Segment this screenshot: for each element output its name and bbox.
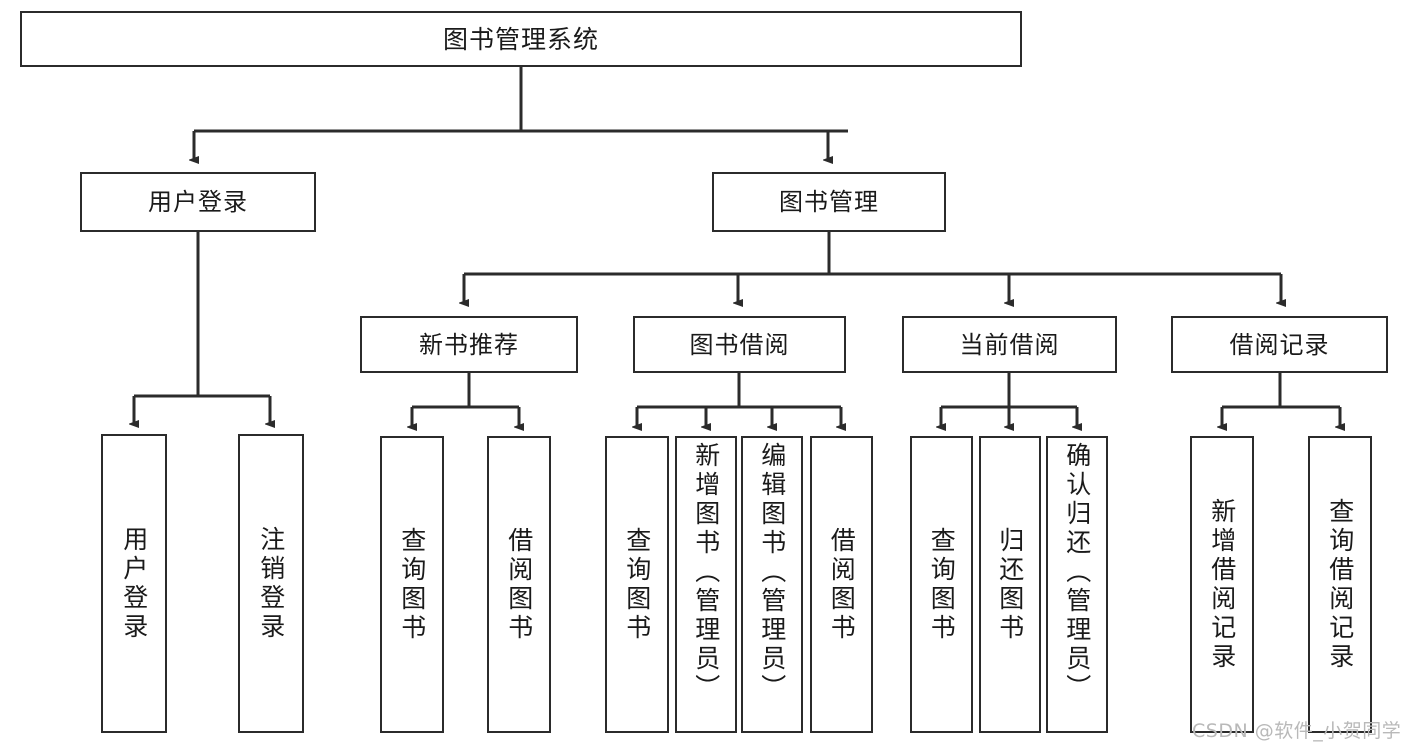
node-label: 查询图书 — [622, 526, 652, 643]
leaf-borrow-book[interactable]: 借阅图书 — [810, 436, 873, 733]
leaf-logout[interactable]: 注销登录 — [238, 434, 304, 733]
node-label: 借阅图书 — [504, 526, 534, 643]
leaf-user-login[interactable]: 用户登录 — [101, 434, 167, 733]
node-label: 借阅图书 — [827, 526, 857, 643]
leaf-add-book-admin[interactable]: 新增图书（管理员） — [675, 436, 737, 733]
leaf-query-borrow-record[interactable]: 查询借阅记录 — [1308, 436, 1372, 733]
node-current-borrow[interactable]: 当前借阅 — [902, 316, 1117, 373]
node-borrow-records[interactable]: 借阅记录 — [1171, 316, 1388, 373]
node-user-login[interactable]: 用户登录 — [80, 172, 316, 232]
leaf-return-book[interactable]: 归还图书 — [979, 436, 1041, 733]
node-book-management[interactable]: 图书管理 — [712, 172, 946, 232]
node-label: 图书管理系统 — [442, 24, 599, 54]
node-label: 归还图书 — [995, 526, 1025, 643]
node-label: 注销登录 — [256, 525, 286, 642]
leaf-edit-book-admin[interactable]: 编辑图书（管理员） — [741, 436, 803, 733]
node-label: 新书推荐 — [419, 330, 519, 359]
node-label: 借阅记录 — [1229, 330, 1330, 359]
leaf-confirm-return-admin[interactable]: 确认归还（管理员） — [1046, 436, 1108, 733]
node-new-book-recommend[interactable]: 新书推荐 — [360, 316, 578, 373]
node-label: 查询图书 — [397, 526, 427, 643]
leaf-query-book-borrow[interactable]: 查询图书 — [605, 436, 669, 733]
leaf-borrow-book-recommend[interactable]: 借阅图书 — [487, 436, 551, 733]
node-label: 图书借阅 — [689, 330, 790, 359]
node-label: 当前借阅 — [959, 330, 1060, 359]
node-label: 新增借阅记录 — [1207, 497, 1237, 672]
node-book-borrow[interactable]: 图书借阅 — [633, 316, 846, 373]
node-label: 编辑图书（管理员） — [757, 442, 787, 703]
leaf-add-borrow-record[interactable]: 新增借阅记录 — [1190, 436, 1254, 733]
node-label: 用户登录 — [119, 525, 149, 642]
watermark-text: CSDN @软件_小贺同学 — [1192, 720, 1402, 742]
node-label: 查询借阅记录 — [1325, 497, 1355, 672]
leaf-query-book-current[interactable]: 查询图书 — [910, 436, 973, 733]
node-label: 用户登录 — [148, 188, 248, 216]
node-label: 图书管理 — [779, 188, 879, 216]
leaf-query-book-recommend[interactable]: 查询图书 — [380, 436, 444, 733]
node-label: 新增图书（管理员） — [691, 442, 721, 703]
node-label: 确认归还（管理员） — [1062, 442, 1092, 703]
node-root-library-management-system[interactable]: 图书管理系统 — [20, 11, 1022, 67]
node-label: 查询图书 — [927, 526, 957, 643]
